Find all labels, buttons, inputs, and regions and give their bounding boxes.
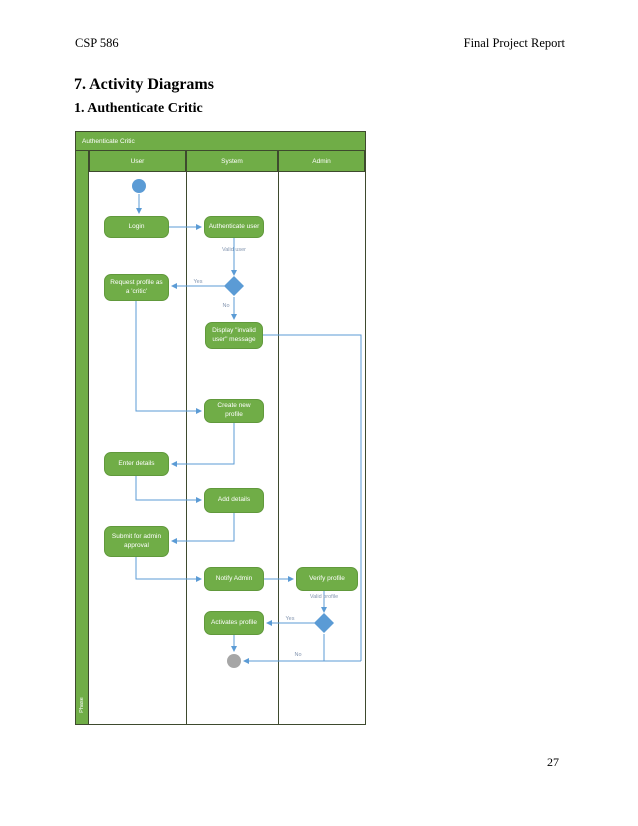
edge-label-valid-profile: Valid profile	[309, 594, 339, 600]
page-header-course: CSP 586	[75, 36, 119, 50]
lane-header-user: User	[89, 151, 186, 172]
subsection-title: 1. Authenticate Critic	[74, 101, 203, 116]
decision-valid-user	[224, 276, 244, 296]
activity-node-verify-profile: Verify profile	[296, 567, 358, 591]
lane-divider	[186, 172, 187, 724]
flow-connectors	[132, 179, 362, 668]
activity-node-authenticate-user: Authenticate user	[204, 216, 264, 238]
edge-label-yes-upper: Yes	[193, 279, 203, 285]
activity-node-request-profile: Request profile as a 'critic'	[104, 274, 169, 301]
activity-node-display-invalid: Display "invalid user" message	[205, 322, 263, 349]
activity-node-submit-approval: Submit for admin approval	[104, 526, 169, 557]
page-header-title: Final Project Report	[463, 36, 565, 50]
activity-node-notify-admin: Notify Admin	[204, 567, 264, 591]
section-title: 7. Activity Diagrams	[74, 76, 214, 93]
phase-strip: Phase	[76, 151, 89, 724]
page-number: 27	[547, 755, 559, 769]
edge-label-no-upper: No	[222, 303, 230, 309]
activity-node-add-details: Add details	[204, 488, 264, 513]
start-node	[132, 179, 146, 193]
activity-node-create-profile: Create new profile	[204, 399, 264, 423]
activity-node-activates-profile: Activates profile	[204, 611, 264, 635]
activity-diagram-authenticate-critic: Authenticate Critic Phase User System Ad…	[75, 131, 366, 725]
edge-label-no-lower: No	[294, 652, 302, 658]
activity-node-login: Login	[104, 216, 169, 238]
lane-header-system: System	[186, 151, 278, 172]
end-node	[227, 654, 241, 668]
edge-label-valid-user: Valid user	[221, 247, 247, 253]
lane-divider	[278, 172, 279, 724]
activity-node-enter-details: Enter details	[104, 452, 169, 476]
lane-header-admin: Admin	[278, 151, 365, 172]
decision-valid-profile	[314, 613, 334, 633]
edge-label-yes-lower: Yes	[285, 616, 295, 622]
diagram-title-bar: Authenticate Critic	[76, 132, 365, 151]
